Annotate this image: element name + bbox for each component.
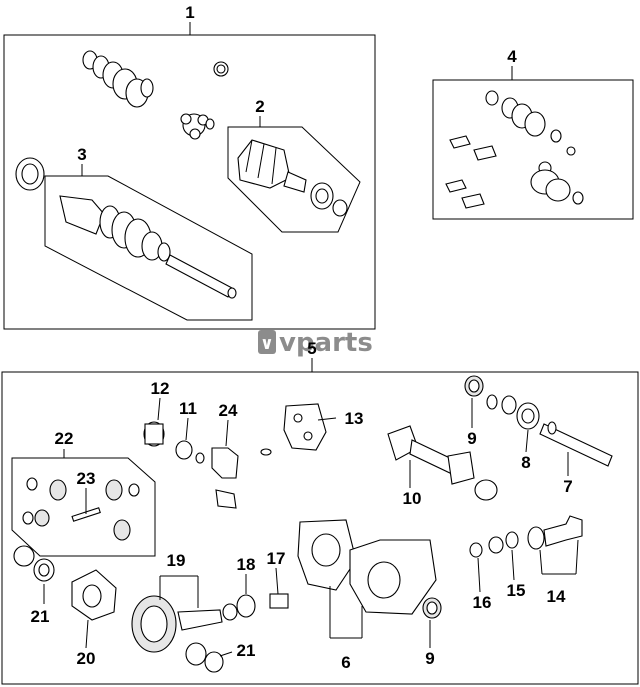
callout-17: 17 — [267, 549, 286, 568]
frame-boot-kit — [432, 79, 634, 220]
callout-22: 22 — [55, 429, 74, 448]
callout-10: 10 — [403, 489, 422, 508]
callout-14: 14 — [547, 587, 566, 606]
part-clamp-ring — [213, 61, 229, 77]
part-bearing-cone — [175, 440, 205, 464]
part-axle-tube — [387, 425, 498, 501]
part-axle-bearing — [486, 394, 540, 430]
callout-6: 6 — [341, 653, 350, 672]
brand-logo-text: vparts — [279, 328, 373, 358]
callout-11: 11 — [179, 399, 197, 418]
callout-24: 24 — [219, 401, 238, 420]
callout-15: 15 — [507, 581, 526, 600]
part-diff-gears — [22, 477, 140, 541]
part-pinion-spacer — [269, 593, 289, 609]
part-pinion-bearing-18 — [222, 594, 256, 621]
frame-diff-gear-kit — [11, 457, 156, 557]
part-seal-9-bottom — [422, 597, 442, 619]
part-outer-seal-ring — [15, 157, 45, 191]
callout-2: 2 — [255, 97, 264, 116]
frame-axle-assembly — [3, 34, 376, 330]
callout-19: 19 — [167, 551, 186, 570]
part-mount-bracket — [283, 403, 327, 451]
part-flange-yoke — [211, 447, 272, 509]
part-side-bearing-right — [185, 642, 224, 673]
callout-23: 23 — [77, 469, 96, 488]
brand-logo: ∨ vparts — [258, 328, 373, 358]
callout-18: 18 — [237, 555, 256, 574]
callout-labels: 1 2 3 4 5 6 7 8 9 9 10 11 12 13 14 15 16… — [31, 3, 573, 672]
callout-4: 4 — [507, 47, 517, 66]
part-diff-carrier — [297, 519, 437, 615]
callout-21-left: 21 — [31, 607, 50, 626]
callout-9-bottom: 9 — [425, 649, 434, 668]
part-rear-flange — [469, 515, 583, 558]
brand-logo-mark: ∨ — [260, 334, 274, 354]
part-inner-joint-housing — [237, 139, 348, 217]
part-pinion-bearing — [143, 421, 165, 447]
part-ring-gear — [131, 595, 223, 653]
callout-9-top: 9 — [467, 429, 476, 448]
frame-differential — [1, 371, 639, 685]
leader-lines — [43, 22, 579, 657]
callout-7: 7 — [563, 477, 572, 496]
part-drive-shaft — [59, 195, 237, 299]
part-seal-9-top — [464, 375, 484, 397]
callout-21-right: 21 — [237, 641, 256, 660]
callout-5: 5 — [307, 339, 316, 358]
callout-8: 8 — [521, 453, 530, 472]
callout-13: 13 — [345, 409, 364, 428]
callout-12: 12 — [151, 379, 170, 398]
callout-1: 1 — [185, 3, 194, 22]
frame-inner-joint — [227, 126, 361, 233]
callout-16: 16 — [473, 593, 492, 612]
frame-shaft — [44, 175, 253, 321]
part-side-bearing-left — [13, 545, 55, 582]
part-outer-boot — [82, 50, 154, 108]
part-tripod-joint — [180, 113, 215, 140]
callout-20: 20 — [77, 649, 96, 668]
part-boot-kit — [445, 90, 584, 209]
part-side-shaft — [539, 421, 613, 467]
callout-3: 3 — [77, 145, 86, 164]
part-diff-case — [71, 569, 117, 621]
